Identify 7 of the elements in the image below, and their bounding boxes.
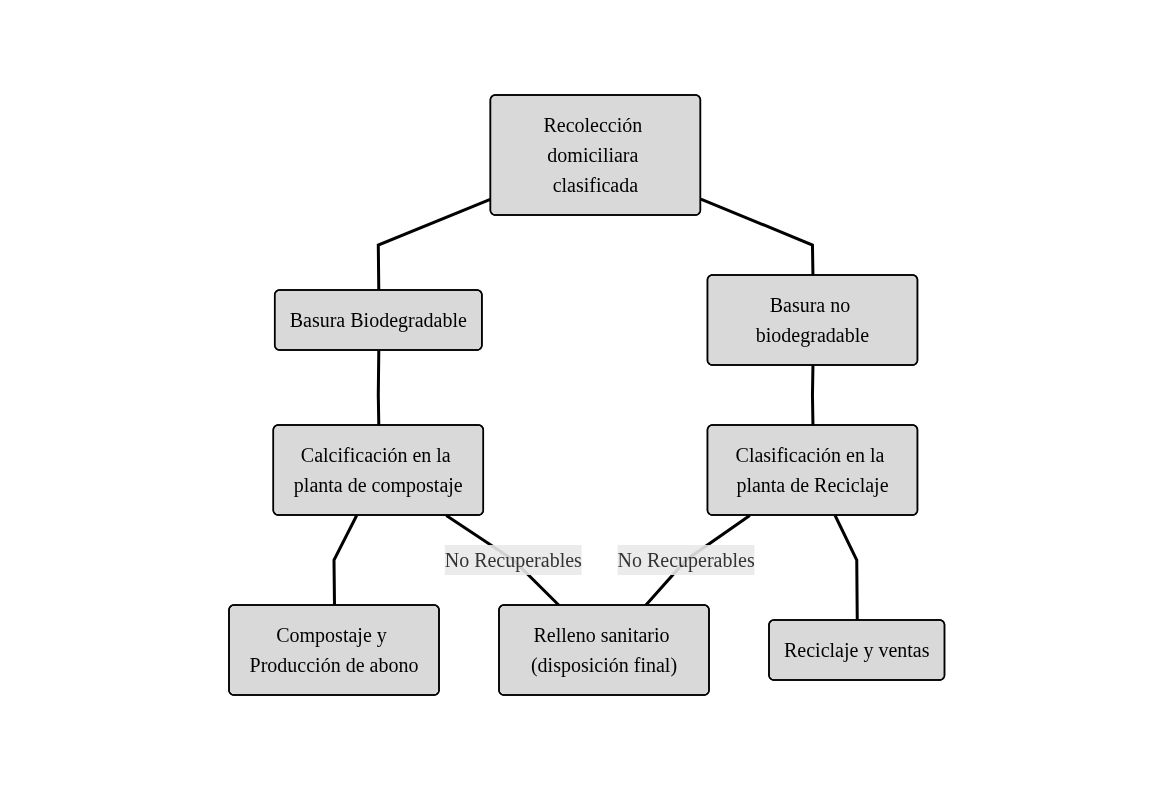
- connector: [811, 364, 815, 426]
- connector: [700, 197, 815, 276]
- edge-label: No Recuperables: [444, 548, 583, 571]
- connector: [377, 350, 381, 426]
- edge-label: No Recuperables: [617, 548, 755, 571]
- connector: [834, 514, 859, 620]
- connector: [332, 514, 359, 605]
